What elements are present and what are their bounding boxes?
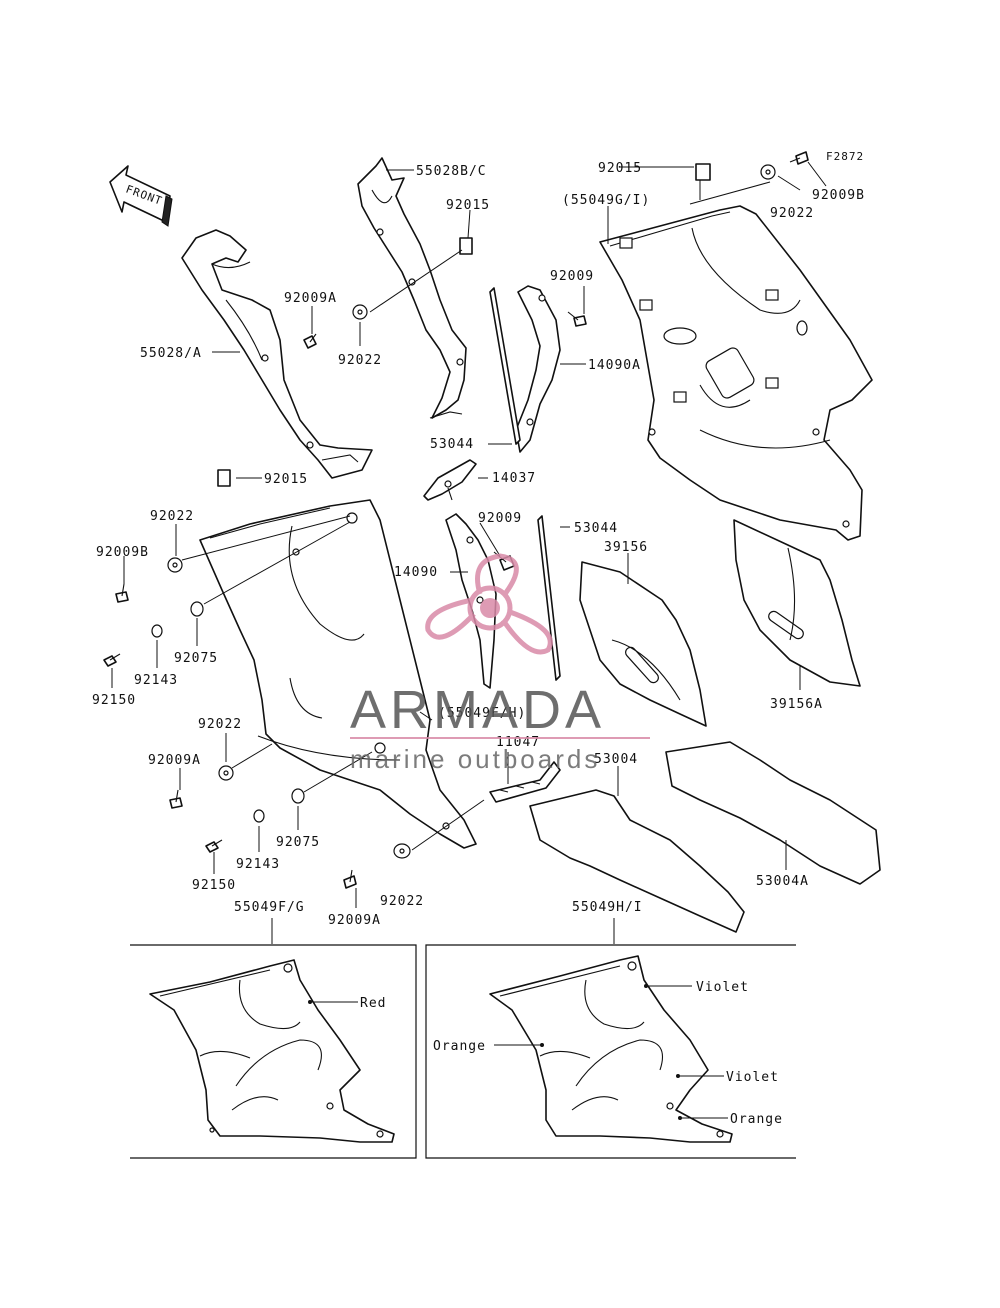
label-14090: 14090: [394, 565, 438, 580]
watermark-tagline: marine outboards: [350, 744, 600, 774]
label-55049hi: 55049H/I: [572, 900, 643, 915]
label-92009b-a: 92009B: [812, 188, 865, 203]
pad-39156: [579, 561, 707, 727]
label-55028bc: 55028B/C: [416, 164, 487, 179]
label-92009a-a: 92009A: [284, 291, 337, 306]
label-92022-a: 92022: [770, 206, 814, 221]
propeller-logo-icon: [425, 553, 553, 655]
inner-cowl-left: [181, 229, 373, 479]
label-92009-b: 92009: [478, 511, 522, 526]
label-53044-b: 53044: [574, 521, 618, 536]
label-92009a-b: 92009A: [148, 753, 201, 768]
leader-lines: [111, 161, 827, 908]
bracket-14090a: [515, 285, 561, 453]
inner-cowl-right: [357, 157, 467, 419]
lower-cowl-main: [199, 499, 477, 849]
color-violet-1: Violet: [696, 980, 749, 995]
pad-53004: [529, 789, 745, 933]
label-92022-b: 92022: [338, 353, 382, 368]
fasteners: [103, 151, 809, 889]
label-92015-c: 92015: [264, 472, 308, 487]
label-92143-b: 92143: [236, 857, 280, 872]
label-55049fg: 55049F/G: [234, 900, 305, 915]
label-92150-b: 92150: [192, 878, 236, 893]
label-39156: 39156: [604, 540, 648, 555]
label-53004: 53004: [594, 752, 638, 767]
armada-watermark: ARMADA marine outboards: [350, 553, 650, 774]
variant-box-hi: [425, 944, 796, 1159]
label-92015-a: 92015: [446, 198, 490, 213]
label-92015-b: 92015: [598, 161, 642, 176]
label-92150-a: 92150: [92, 693, 136, 708]
part-14037: [423, 459, 477, 501]
color-orange-2: Orange: [730, 1112, 783, 1127]
watermark-brand: ARMADA: [350, 680, 605, 740]
label-14037: 14037: [492, 471, 536, 486]
side-cowl-upper: [599, 205, 873, 541]
label-92075-b: 92075: [276, 835, 320, 850]
variant-box-fg: [130, 944, 417, 1159]
figure-code: F2872: [826, 150, 864, 163]
pad-39156a: [733, 519, 861, 687]
label-55049gi: (55049G/I): [562, 193, 650, 208]
strip-53044-lower: [537, 515, 561, 681]
label-92009b-b: 92009B: [96, 545, 149, 560]
color-violet-2: Violet: [726, 1070, 779, 1085]
label-53004a: 53004A: [756, 874, 809, 889]
label-92009-a: 92009: [550, 269, 594, 284]
label-53044-a: 53044: [430, 437, 474, 452]
label-92143-a: 92143: [134, 673, 178, 688]
label-92009a-c: 92009A: [328, 913, 381, 928]
label-92022-e: 92022: [380, 894, 424, 909]
part-11047: [489, 761, 561, 803]
front-arrow-icon: FRONT: [109, 165, 173, 227]
label-14090a: 14090A: [588, 358, 641, 373]
label-92075-a: 92075: [174, 651, 218, 666]
strip-53044-upper: [489, 287, 521, 445]
color-red: Red: [360, 996, 386, 1011]
cowl-variant-fg: [149, 959, 395, 1143]
label-92022-d: 92022: [198, 717, 242, 732]
label-55028a: 55028/A: [140, 346, 202, 361]
label-55049fh: (55049F/H): [438, 706, 526, 721]
color-orange-1: Orange: [433, 1039, 486, 1054]
pad-53004a: [665, 741, 881, 885]
cowl-variant-hi: [489, 955, 733, 1143]
label-92022-c: 92022: [150, 509, 194, 524]
label-39156a: 39156A: [770, 697, 823, 712]
